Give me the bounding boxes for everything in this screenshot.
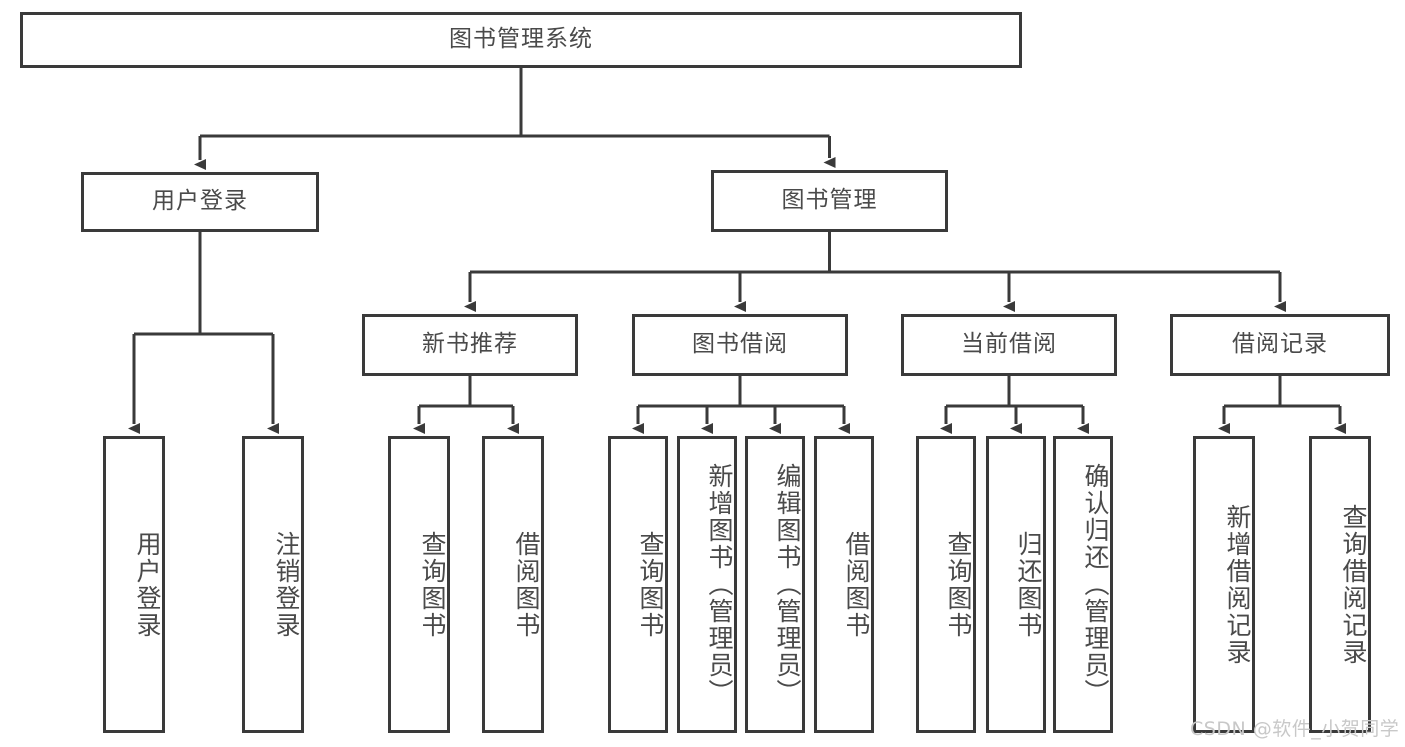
node-root[interactable]: 图书管理系统 [20,12,1022,68]
node-label: 新增借阅记录 [1223,503,1252,666]
node-leaf-query-borrow-record[interactable]: 查询借阅记录 [1309,436,1371,733]
node-borrow-record[interactable]: 借阅记录 [1170,314,1390,376]
node-label: 用户登录 [133,530,162,639]
node-label: 图书管理 [781,187,878,214]
node-current-borrow[interactable]: 当前借阅 [901,314,1117,376]
node-label: 借阅记录 [1232,331,1328,358]
node-label: 归还图书 [1014,530,1043,639]
node-label: 确认归还（管理员） [1081,463,1110,706]
node-label: 查询图书 [418,530,447,639]
node-label: 新增图书（管理员） [705,463,734,706]
node-leaf-return-book[interactable]: 归还图书 [986,436,1046,733]
node-leaf-borrow-book-1[interactable]: 借阅图书 [482,436,544,733]
node-user-login[interactable]: 用户登录 [81,172,319,232]
node-label: 查询图书 [944,530,973,639]
node-leaf-confirm-return[interactable]: 确认归还（管理员） [1053,436,1113,733]
node-leaf-logout[interactable]: 注销登录 [242,436,304,733]
node-leaf-query-book-2[interactable]: 查询图书 [608,436,668,733]
csdn-watermark: CSDN @软件_小贺同学 [1190,718,1400,740]
node-leaf-borrow-book-2[interactable]: 借阅图书 [814,436,874,733]
node-leaf-query-book-1[interactable]: 查询图书 [388,436,450,733]
node-label: 查询图书 [636,530,665,639]
node-book-borrow[interactable]: 图书借阅 [632,314,848,376]
node-new-book-recommendation[interactable]: 新书推荐 [362,314,578,376]
node-label: 当前借阅 [961,331,1057,358]
node-leaf-user-login[interactable]: 用户登录 [103,436,165,733]
node-label: 新书推荐 [422,331,518,358]
node-leaf-add-borrow-record[interactable]: 新增借阅记录 [1193,436,1255,733]
node-label: 借阅图书 [512,530,541,639]
node-label: 图书借阅 [692,331,788,358]
node-label: 查询借阅记录 [1339,503,1368,666]
node-label: 图书管理系统 [449,26,593,53]
node-leaf-add-book[interactable]: 新增图书（管理员） [677,436,737,733]
node-label: 借阅图书 [842,530,871,639]
node-leaf-edit-book[interactable]: 编辑图书（管理员） [745,436,805,733]
node-label: 编辑图书（管理员） [773,463,802,706]
node-leaf-query-book-3[interactable]: 查询图书 [916,436,976,733]
node-label: 用户登录 [152,188,248,215]
node-label: 注销登录 [272,530,301,639]
node-book-manage[interactable]: 图书管理 [711,170,948,232]
